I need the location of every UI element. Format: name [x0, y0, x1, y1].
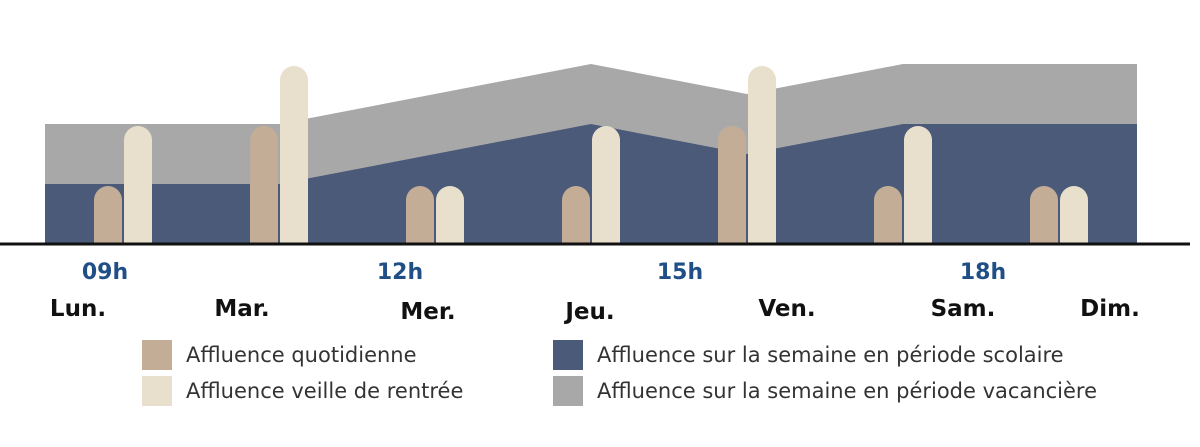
- hour-label-15h: 15h: [657, 260, 703, 285]
- bar-lun-series-0: [94, 186, 122, 244]
- day-label-lun: Lun.: [50, 296, 106, 322]
- day-label-jeu: Jeu.: [563, 299, 614, 325]
- legend-item-veille-rentree: Affluence veille de rentrée: [142, 376, 463, 406]
- hour-label-09h: 09h: [82, 260, 128, 285]
- bar-dim-series-0: [1030, 186, 1058, 244]
- bar-sam-series-0: [874, 186, 902, 244]
- bar-ven-series-0: [718, 126, 746, 244]
- bar-mar-series-1: [280, 66, 308, 244]
- legend-item-quotidienne: Affluence quotidienne: [142, 340, 417, 370]
- bar-dim-series-1: [1060, 186, 1088, 244]
- hour-tick-labels: 09h 12h 15h 18h: [82, 260, 1006, 285]
- day-label-dim: Dim.: [1080, 296, 1140, 322]
- legend-swatch: [553, 376, 583, 406]
- legend-swatch: [142, 340, 172, 370]
- day-label-mar: Mar.: [214, 296, 269, 322]
- legend-label: Affluence sur la semaine en période vaca…: [597, 379, 1098, 403]
- bar-sam-series-1: [904, 126, 932, 244]
- bar-jeu-series-0: [562, 186, 590, 244]
- day-label-ven: Ven.: [758, 296, 815, 322]
- legend-label: Affluence sur la semaine en période scol…: [597, 343, 1064, 367]
- bar-mar-series-0: [250, 126, 278, 244]
- legend-label: Affluence veille de rentrée: [186, 379, 464, 403]
- area-layer: [45, 64, 1137, 244]
- area-series-2: [45, 124, 1137, 244]
- bar-mer-series-1: [436, 186, 464, 244]
- bar-mer-series-0: [406, 186, 434, 244]
- day-label-sam: Sam.: [931, 296, 996, 322]
- legend-label: Affluence quotidienne: [186, 343, 417, 367]
- day-tick-labels: Lun. Mar. Mer. Jeu. Ven. Sam. Dim.: [50, 296, 1140, 325]
- bar-jeu-series-1: [592, 126, 620, 244]
- hour-label-18h: 18h: [960, 260, 1006, 285]
- hour-label-12h: 12h: [377, 260, 423, 285]
- bar-layer: [94, 66, 1088, 244]
- legend-swatch: [142, 376, 172, 406]
- legend-swatch: [553, 340, 583, 370]
- bar-ven-series-1: [748, 66, 776, 244]
- bar-lun-series-1: [124, 126, 152, 244]
- legend-item-scolaire: Affluence sur la semaine en période scol…: [553, 340, 1064, 370]
- legend-item-vacanciere: Affluence sur la semaine en période vaca…: [553, 376, 1097, 406]
- day-label-mer: Mer.: [400, 299, 455, 325]
